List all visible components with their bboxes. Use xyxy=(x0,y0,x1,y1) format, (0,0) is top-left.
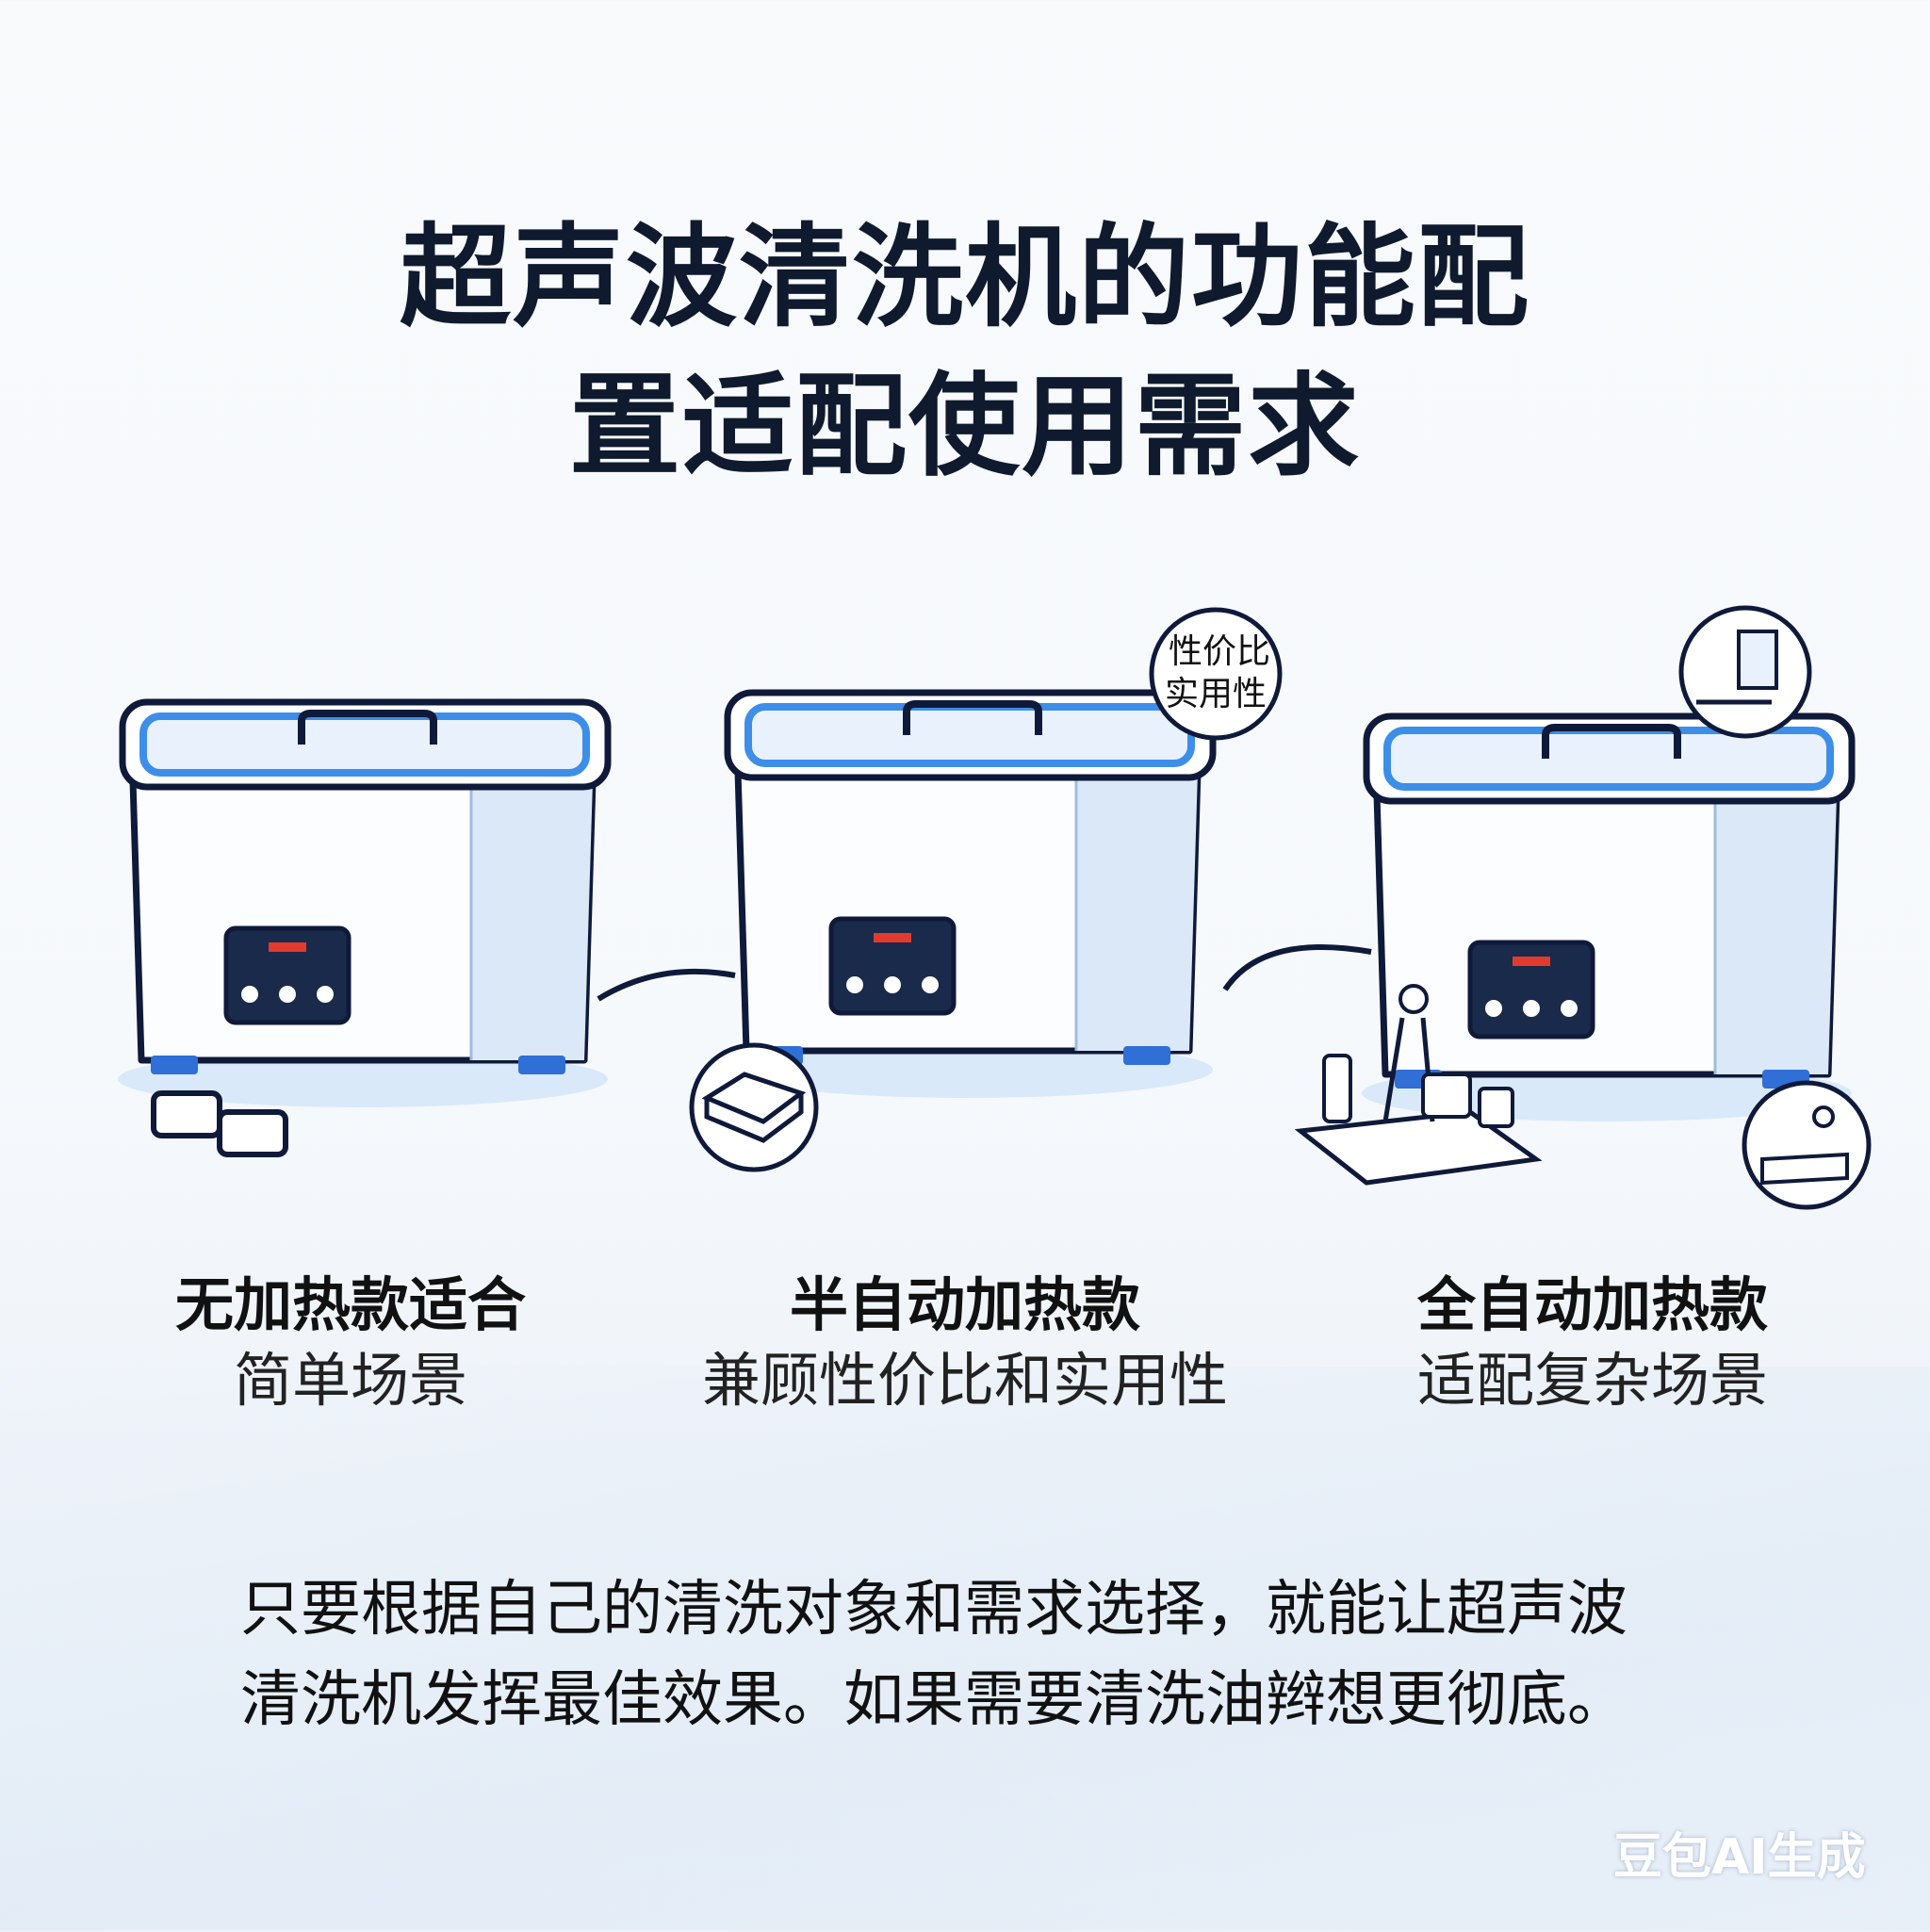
footer-text: 只要根据自己的清洗对象和需求选择，就能让超声波 清洗机发挥最佳效果。如果需要清洗… xyxy=(240,1564,1627,1745)
machine-full-auto xyxy=(1362,716,1852,1122)
power-cable xyxy=(597,968,736,1002)
workbench-scene-icon xyxy=(1294,984,1543,1186)
watermark: 豆包AI生成 xyxy=(1613,1829,1866,1886)
badge-line-2: 实用性 xyxy=(1165,675,1267,713)
value-practical-badge: 性价比 实用性 xyxy=(1149,607,1283,741)
product-label-semi-auto: 半自动加热款 兼顾性价比和实用性 xyxy=(663,1268,1267,1418)
title-line-2: 置适配使用需求 xyxy=(568,361,1361,491)
badge-line-1: 性价比 xyxy=(1169,632,1270,671)
footer-line-1: 只要根据自己的清洗对象和需求选择，就能让超声波 xyxy=(240,1575,1627,1645)
cleaner-illustration: 性价比 实用性 xyxy=(0,605,1872,1210)
lab-scene-icon xyxy=(1678,605,1812,739)
tray-icon xyxy=(689,1042,819,1172)
page-title: 超声波清洗机的功能配 置适配使用需求 xyxy=(0,203,1930,500)
machine-no-heating xyxy=(118,702,608,1107)
machine-semi-auto xyxy=(723,693,1213,1098)
background-band xyxy=(0,1367,1930,1932)
product-label-no-heating: 无加热款适合 简单场景 xyxy=(49,1268,652,1418)
technician-scene-icon xyxy=(1742,1080,1872,1210)
power-cable xyxy=(1222,944,1372,991)
product-subtitle: 适配复杂场景 xyxy=(1416,1346,1768,1415)
product-subtitle: 简单场景 xyxy=(233,1346,467,1415)
product-label-full-auto: 全自动加热款 适配复杂场景 xyxy=(1291,1268,1894,1418)
product-heading: 无加热款适合 xyxy=(174,1270,526,1339)
product-subtitle: 兼顾性价比和实用性 xyxy=(701,1346,1228,1415)
footer-line-2: 清洗机发挥最佳效果。如果需要清洗油辫想更彻底。 xyxy=(240,1665,1627,1735)
title-line-1: 超声波清洗机的功能配 xyxy=(399,212,1530,342)
product-heading: 半自动加热款 xyxy=(789,1270,1140,1339)
cleaning-tablets-icon xyxy=(151,1090,288,1157)
product-heading: 全自动加热款 xyxy=(1416,1270,1768,1339)
